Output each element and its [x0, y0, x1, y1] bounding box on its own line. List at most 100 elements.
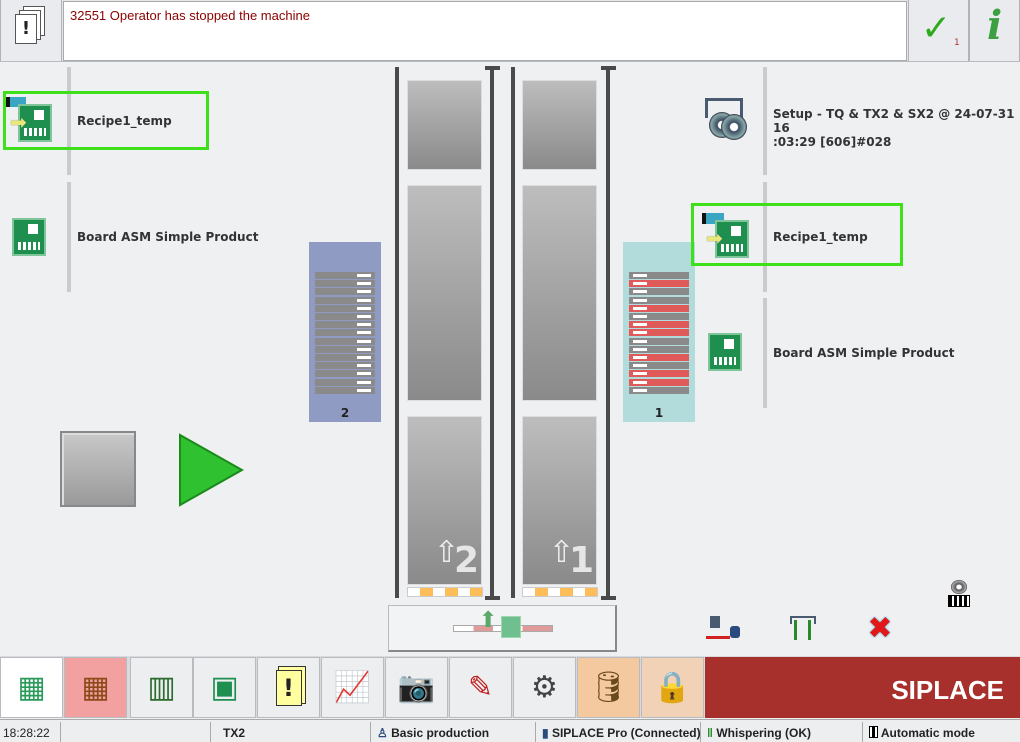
status-connection[interactable]: ▮ SIPLACE Pro (Connected): [535, 722, 701, 742]
nav-messages-button[interactable]: !: [257, 657, 320, 718]
start-button[interactable]: [178, 433, 244, 507]
rail-cap: [485, 66, 500, 70]
nav-pcb-button[interactable]: ▣: [193, 657, 256, 718]
feeder-slot-ok: [629, 386, 689, 394]
play-icon: [179, 433, 244, 507]
status-whisper[interactable]: ‖ Whispering (OK): [700, 722, 862, 742]
feeder-slot-ok: [315, 280, 375, 288]
check-icon: ✓: [921, 8, 952, 49]
rail-cap: [601, 596, 616, 600]
lane1-strip: [522, 587, 598, 597]
nav-boards-button[interactable]: ▦: [0, 657, 63, 718]
stop-button[interactable]: [60, 431, 136, 507]
lane1-panel: [522, 80, 597, 170]
feeder-slot-ok: [315, 345, 375, 353]
nozzle-change-icon[interactable]: [706, 614, 742, 642]
status-connection-label: SIPLACE Pro (Connected): [551, 726, 701, 740]
feeder-slot-err: [629, 329, 689, 337]
acknowledge-button[interactable]: ✓ 1: [908, 0, 969, 61]
board-icon: [12, 218, 46, 256]
left-recipe-label: Recipe1_temp: [77, 114, 172, 128]
feeder-slot-ok: [315, 386, 375, 394]
feeder-slot-err: [629, 354, 689, 361]
left-recipe-item[interactable]: [3, 91, 209, 150]
right-board-label[interactable]: Board ASM Simple Product: [773, 346, 955, 360]
message-list-button[interactable]: !: [0, 0, 62, 61]
status-operation-label: Automatic mode: [880, 726, 975, 740]
boards-icon: ▦: [17, 670, 46, 705]
automatic-mode-icon: [869, 726, 878, 738]
transfer-button[interactable]: ⬆: [388, 605, 617, 652]
separator: [67, 182, 71, 292]
nav-camera-button[interactable]: 📷: [385, 657, 448, 718]
lane-arrow-icon: ⇧: [434, 535, 460, 570]
feeder-slot-err: [629, 280, 689, 288]
lane2-strip: [407, 587, 483, 597]
screwdriver-icon: ✎: [467, 670, 494, 705]
status-station: TX2: [210, 722, 370, 742]
setup-label-line2: :03:29 [606]#028: [773, 135, 892, 149]
board-icon: [18, 104, 52, 142]
separator: [67, 67, 71, 175]
feeder-grid-icon: ▦: [81, 670, 110, 705]
right-recipe-item[interactable]: [691, 203, 903, 266]
status-operation[interactable]: Automatic mode: [862, 722, 1020, 742]
lane-label: 1: [569, 540, 595, 581]
status-mode[interactable]: ♙ Basic production: [370, 722, 535, 742]
arrow-icon: ➡: [10, 110, 27, 134]
nav-maintenance-button[interactable]: 🛢: [577, 657, 640, 718]
nav-feeder-table-button[interactable]: ▦: [64, 657, 127, 718]
right-recipe-label: Recipe1_temp: [773, 230, 868, 244]
feeder-slot-ok: [315, 370, 375, 378]
feeder-slot-ok: [315, 313, 375, 320]
status-bar: 18:28:22 TX2 ♙ Basic production ▮ SIPLAC…: [0, 719, 1020, 742]
feeder-slot-err: [629, 378, 689, 386]
oil-can-icon: 🛢: [589, 670, 628, 705]
feeder-slot-ok: [629, 296, 689, 304]
barcode-reel-icon[interactable]: [948, 580, 970, 608]
board-icon: [708, 333, 742, 371]
feeder-table-2[interactable]: 2: [309, 242, 381, 422]
reject-icon[interactable]: ✖: [867, 611, 893, 646]
lane2-panel: [407, 80, 482, 170]
up-arrow-icon: ⬆: [479, 608, 498, 633]
feeder-slot-err: [629, 304, 689, 312]
setup-label-line1: Setup - TQ & TX2 & SX2 @ 24-07-31 16: [773, 107, 1015, 135]
feeder-slot-ok: [315, 329, 375, 337]
feeder-slot-ok: [315, 337, 375, 345]
separator: [763, 182, 767, 292]
board-icon: [501, 616, 521, 638]
nav-user-lock-button[interactable]: 🔒: [641, 657, 704, 718]
nav-feeder-status-button[interactable]: ▥: [130, 657, 193, 718]
whisper-icon: ‖: [707, 726, 713, 740]
bottom-navigation: ▦ ▦ ▥ ▣ ! 📈 📷 ✎ ⚙ 🛢 🔒 SIPLACE: [0, 656, 1020, 718]
feeder-slot-ok: [315, 321, 375, 329]
gear-hand-icon: ⚙: [531, 670, 558, 705]
gantry-icon[interactable]: [786, 614, 822, 642]
feeder-slot-ok: [629, 313, 689, 320]
nav-statistics-button[interactable]: 📈: [321, 657, 384, 718]
pcb-icon: ▣: [210, 670, 239, 705]
message-text: 32551 Operator has stopped the machine: [63, 1, 907, 61]
brand-panel: SIPLACE: [705, 657, 1020, 718]
feeder-slot-ok: [315, 304, 375, 312]
setup-label[interactable]: Setup - TQ & TX2 & SX2 @ 24-07-31 16 :03…: [773, 107, 1020, 149]
lane-label: 2: [454, 540, 480, 581]
info-icon: i: [987, 2, 1003, 49]
status-mode-label: Basic production: [391, 726, 490, 740]
info-button[interactable]: i: [969, 0, 1020, 61]
ack-count: 1: [954, 38, 960, 48]
rail-cap: [601, 66, 616, 70]
lane2-panel[interactable]: ⇧ 2: [407, 416, 482, 585]
feeder-slot-ok: [315, 296, 375, 304]
nav-settings-button[interactable]: ⚙: [513, 657, 576, 718]
left-board-label[interactable]: Board ASM Simple Product: [77, 230, 259, 244]
siplace-logo: SIPLACE: [891, 675, 1004, 705]
nav-tools-button[interactable]: ✎: [449, 657, 512, 718]
rail: [511, 67, 515, 598]
feeder-table-1[interactable]: 1: [623, 242, 695, 422]
user-lock-icon: 🔒: [653, 670, 692, 705]
lane1-panel[interactable]: ⇧ 1: [522, 416, 597, 585]
feeder-slot-ok: [315, 354, 375, 361]
board-icon: [715, 220, 749, 258]
